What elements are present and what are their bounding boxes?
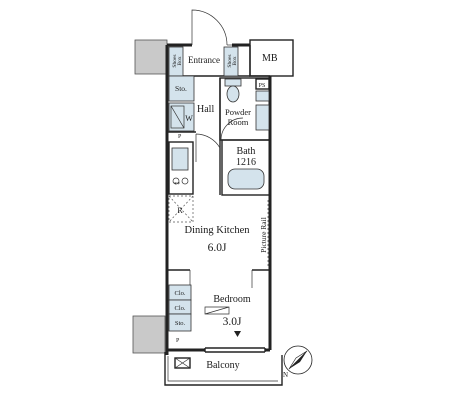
- dining-kitchen-size: 6.0J: [208, 242, 227, 254]
- hall-label: Hall: [197, 104, 214, 115]
- closet-1-label: Clo.: [174, 290, 185, 297]
- kitchen-sink: [171, 147, 189, 171]
- hall-door[interactable]: [195, 133, 221, 162]
- pipe-lower-label: P: [176, 338, 180, 344]
- powder-room-label2: Room: [228, 117, 249, 127]
- compass-north-label: N: [283, 371, 288, 379]
- washer-inner: [170, 105, 185, 129]
- kitchen-counter: [168, 141, 194, 195]
- storage-upper: [168, 75, 195, 102]
- toilet-tank: [224, 78, 242, 87]
- bathtub: [227, 168, 265, 190]
- mb-label: MB: [262, 53, 278, 64]
- bedroom-label: Bedroom: [213, 294, 250, 305]
- bath-size-label: 1216: [236, 157, 256, 168]
- pipe-upper-label: P: [178, 134, 182, 140]
- powder-door[interactable]: [220, 117, 244, 141]
- bath-label: Bath: [237, 146, 256, 157]
- balcony-outline: [164, 352, 283, 386]
- column-bottom-left: [132, 315, 166, 354]
- balcony-window[interactable]: [204, 347, 266, 353]
- stove-marks: **: [174, 182, 180, 188]
- linen-box: [255, 90, 270, 102]
- shoes-box-left-label1: Shoes: [172, 54, 178, 67]
- shoes-box-left-label2: Box: [177, 56, 183, 65]
- balcony-outline-inner: [167, 356, 278, 382]
- balcony-label: Balcony: [206, 360, 239, 371]
- ps-label: PS: [259, 83, 266, 89]
- bedroom-door[interactable]: [189, 270, 253, 288]
- toilet-bowl: [226, 85, 240, 103]
- washer-diag: [170, 105, 185, 129]
- window-arrow: [234, 331, 241, 337]
- washer-label: W: [185, 114, 193, 123]
- bedroom-size: 3.0J: [223, 316, 242, 328]
- storage-lower: [168, 313, 192, 332]
- closet-2-label: Clo.: [174, 305, 185, 312]
- balcony-hatch-x: [174, 357, 191, 369]
- fridge-diag: [168, 195, 194, 223]
- shoes-box-right-label2: Box: [232, 56, 238, 65]
- entrance-door[interactable]: [191, 9, 228, 46]
- shoes-box-right-label1: Shoes: [227, 54, 233, 67]
- picture-rail-label: Picture Rail: [259, 217, 268, 253]
- bedroom-desk: [204, 306, 230, 315]
- vanity-sink: [255, 104, 270, 131]
- stove-burner-2: [181, 177, 189, 185]
- entrance-label: Entrance: [188, 55, 220, 65]
- balcony-hatch: [174, 357, 191, 369]
- fridge-space: [168, 195, 194, 223]
- bath-room: [221, 139, 271, 196]
- ps-box: [255, 78, 270, 90]
- powder-room-label1: Powder: [225, 107, 251, 117]
- stove-burner-1: [172, 177, 180, 185]
- storage-lower-label: Sto.: [175, 320, 186, 327]
- column-top-left: [134, 39, 168, 75]
- dining-kitchen-label: Dining Kitchen: [184, 225, 250, 236]
- washer-area: [168, 102, 195, 132]
- north-compass-icon: N: [283, 345, 313, 379]
- fridge-label: R: [177, 206, 183, 215]
- shoes-box-right: [223, 46, 239, 77]
- storage-upper-label: Sto.: [175, 84, 187, 93]
